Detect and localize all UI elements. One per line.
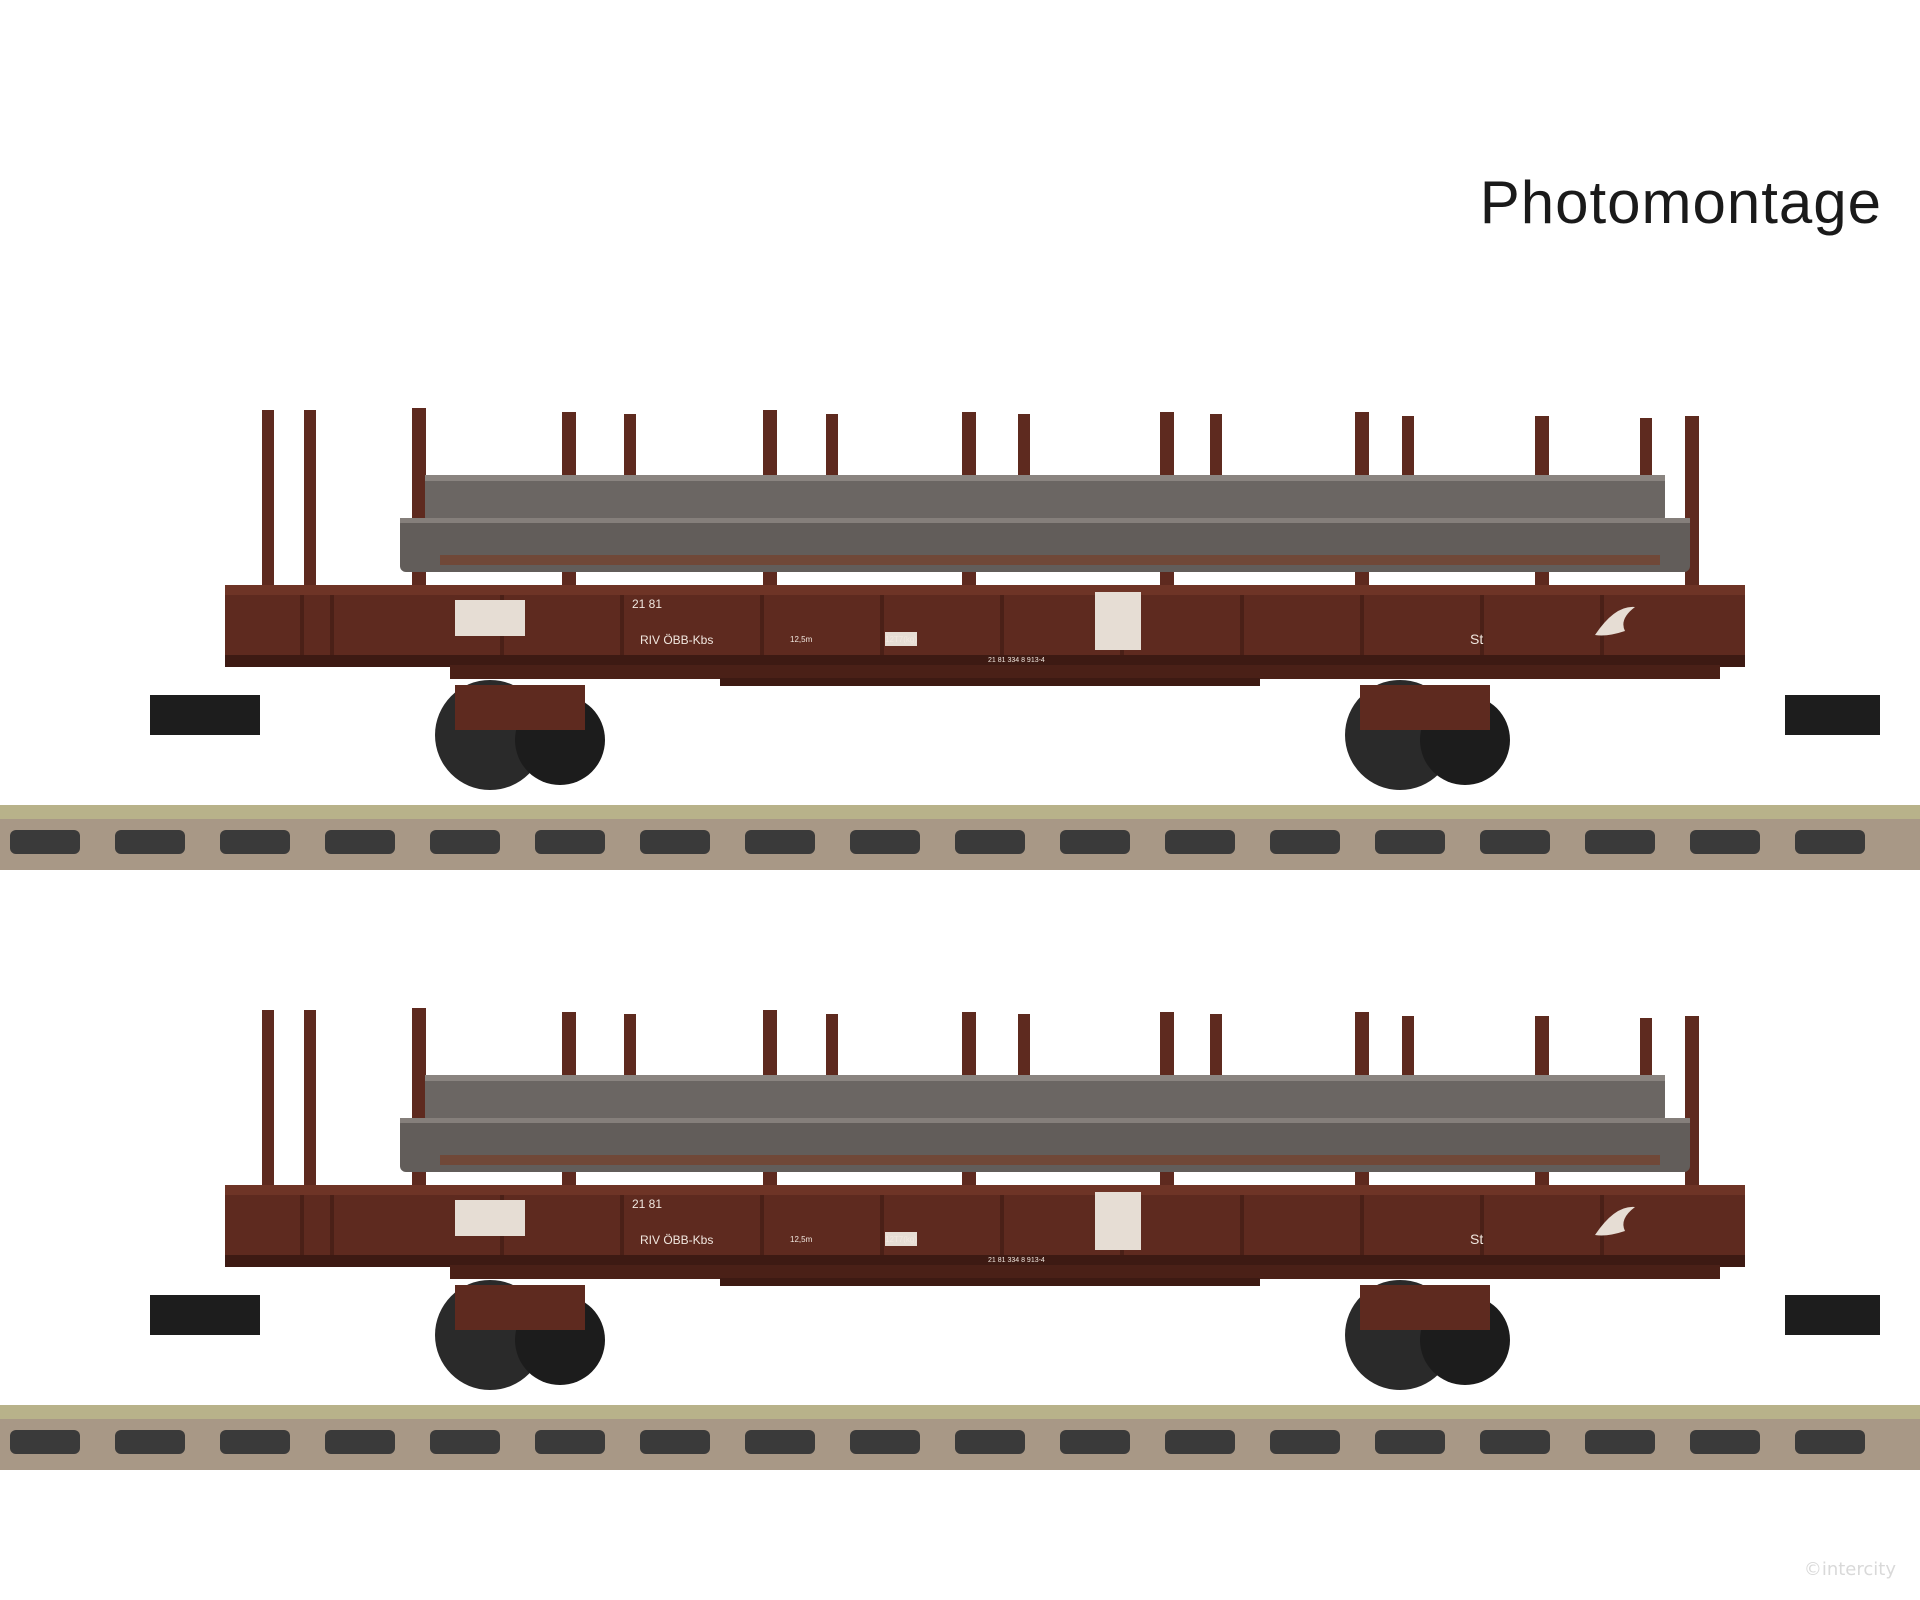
cargo-load: [400, 475, 1690, 572]
coupler-left: [150, 695, 260, 735]
wheelset-left: [435, 680, 605, 790]
weight-label: 12T7(kg): [885, 635, 917, 644]
wagon-number: 21 81: [632, 1197, 662, 1211]
track: [0, 805, 1920, 870]
underframe: [450, 1265, 1720, 1286]
underframe: [450, 665, 1720, 686]
wagon-body: [225, 1185, 1745, 1267]
wagon-id-label: 21 81 334 8 913-4: [988, 1257, 1045, 1264]
wagon-id-label: 21 81 334 8 913-4: [988, 657, 1045, 664]
photomontage-caption: Photomontage: [1479, 169, 1882, 236]
track: [0, 1405, 1920, 1470]
coupler-right: [1785, 695, 1880, 735]
capacity-label: 12,5m: [790, 1235, 813, 1244]
watermark: ©intercity: [1803, 1559, 1896, 1580]
wagon-scene-bottom: 21 81 RIV ÖBB-Kbs 12,5m 12T7(kg) St 21 8…: [0, 1000, 1920, 1470]
wagon-scene-top: 21 81 RIV ÖBB-Kbs 12,5m 12T7(kg) St 21 8…: [0, 400, 1920, 870]
wagon-body: [225, 585, 1745, 667]
flat-wagon-with-stakes-top: 21 81 RIV ÖBB-Kbs 12,5m 12T7(kg) St 21 8…: [0, 408, 1920, 870]
st-label: St: [1470, 1231, 1483, 1247]
coupler-right: [1785, 1295, 1880, 1335]
coupler-left: [150, 1295, 260, 1335]
wheelset-right: [1345, 680, 1510, 790]
weight-label: 12T7(kg): [885, 1235, 917, 1244]
capacity-label: 12,5m: [790, 635, 813, 644]
wheelset-left: [435, 1280, 605, 1390]
st-label: St: [1470, 631, 1483, 647]
wagon-type-label: RIV ÖBB-Kbs: [640, 633, 713, 647]
wagon-number: 21 81: [632, 597, 662, 611]
cargo-load: [400, 1075, 1690, 1172]
wheelset-right: [1345, 1280, 1510, 1390]
wagon-type-label: RIV ÖBB-Kbs: [640, 1233, 713, 1247]
flat-wagon-with-stakes-bottom: 21 81 RIV ÖBB-Kbs 12,5m 12T7(kg) St 21 8…: [0, 1008, 1920, 1470]
